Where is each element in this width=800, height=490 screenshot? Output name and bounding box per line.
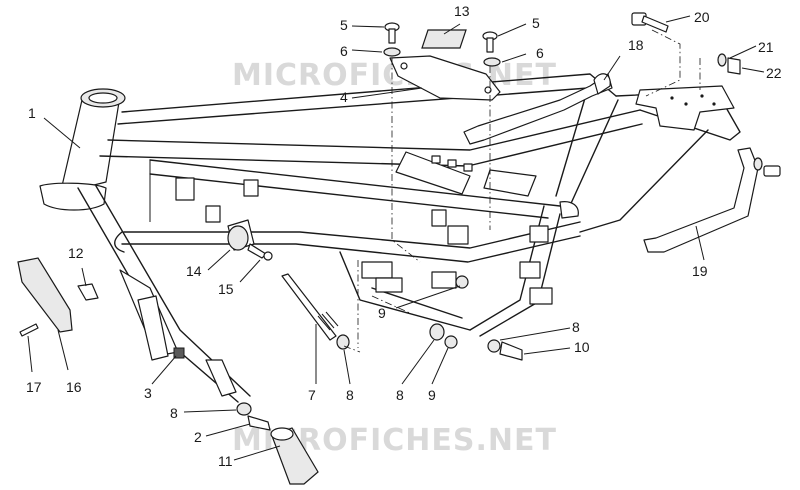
- callout-3: 3: [144, 385, 152, 401]
- steering-head-base: [39, 182, 107, 211]
- spring-2: [247, 415, 271, 431]
- steering-head-tube: [61, 95, 121, 191]
- callout-21: 21: [758, 39, 774, 55]
- washer-6-left: [383, 47, 401, 57]
- callout-1: 1: [28, 105, 36, 121]
- callout-6-right: 6: [536, 45, 544, 61]
- cap-nut-22: [727, 57, 741, 75]
- callout-11: 11: [218, 453, 233, 469]
- callout-8-right: 8: [396, 387, 404, 403]
- washer-8-right: [429, 323, 445, 341]
- rear-top-plate: [635, 85, 735, 131]
- callout-19: 19: [692, 263, 708, 279]
- nut-9-frame: [455, 275, 469, 289]
- rear-support-rod: [463, 73, 613, 145]
- callout-20: 20: [694, 9, 710, 25]
- callout-17: 17: [26, 379, 42, 395]
- callout-12: 12: [68, 245, 84, 261]
- nut-3: [173, 347, 185, 359]
- callout-numbers: 1 5 6 4 13 5 6 18 20 21 22 19 12 14 15 1…: [26, 3, 782, 469]
- callout-8-bottom: 8: [170, 405, 178, 421]
- callout-2: 2: [194, 429, 202, 445]
- callout-7: 7: [308, 387, 316, 403]
- bolt-20: [631, 12, 669, 33]
- steering-head-bore: [88, 92, 118, 104]
- side-cover: [17, 257, 73, 333]
- rear-stay: [643, 147, 759, 253]
- clip-12: [77, 283, 99, 301]
- long-stud: [281, 273, 337, 341]
- mounting-bracket: [389, 55, 501, 101]
- nut-9-right: [444, 335, 458, 349]
- nut-8-stud: [336, 334, 350, 350]
- side-bracket: [483, 169, 537, 197]
- screw-5-right: [482, 31, 498, 53]
- callout-15: 15: [218, 281, 234, 297]
- callout-14: 14: [186, 263, 202, 279]
- rubber-damper: [227, 219, 255, 251]
- screw-5-left: [384, 22, 400, 44]
- washer-21: [717, 53, 727, 67]
- main-frame: [39, 73, 741, 403]
- front-tab: [175, 177, 195, 201]
- callout-5-right: 5: [532, 15, 540, 31]
- callout-8-bolt: 8: [572, 319, 580, 335]
- callout-9-frame: 9: [378, 305, 386, 321]
- callout-22: 22: [766, 65, 782, 81]
- leader-lines: [27, 15, 765, 461]
- lower-tab: [205, 359, 237, 397]
- callout-13: 13: [454, 3, 470, 19]
- callout-6-left: 6: [340, 43, 348, 59]
- label-plate: [421, 29, 467, 49]
- washer-8-bottom: [236, 402, 252, 416]
- washer-6-right: [483, 57, 501, 67]
- callout-4: 4: [340, 89, 348, 105]
- battery-tray-bracket: [395, 151, 471, 195]
- washer-8-bolt: [487, 339, 501, 353]
- callout-8-stud: 8: [346, 387, 354, 403]
- callout-10: 10: [574, 339, 590, 355]
- callout-16: 16: [66, 379, 82, 395]
- screw-15: [247, 243, 267, 259]
- alignment-lines: [343, 29, 701, 353]
- screw-17: [19, 323, 39, 337]
- callout-18: 18: [628, 37, 644, 53]
- bolt-10: [499, 341, 523, 361]
- callout-9-right: 9: [428, 387, 436, 403]
- callout-5-left: 5: [340, 17, 348, 33]
